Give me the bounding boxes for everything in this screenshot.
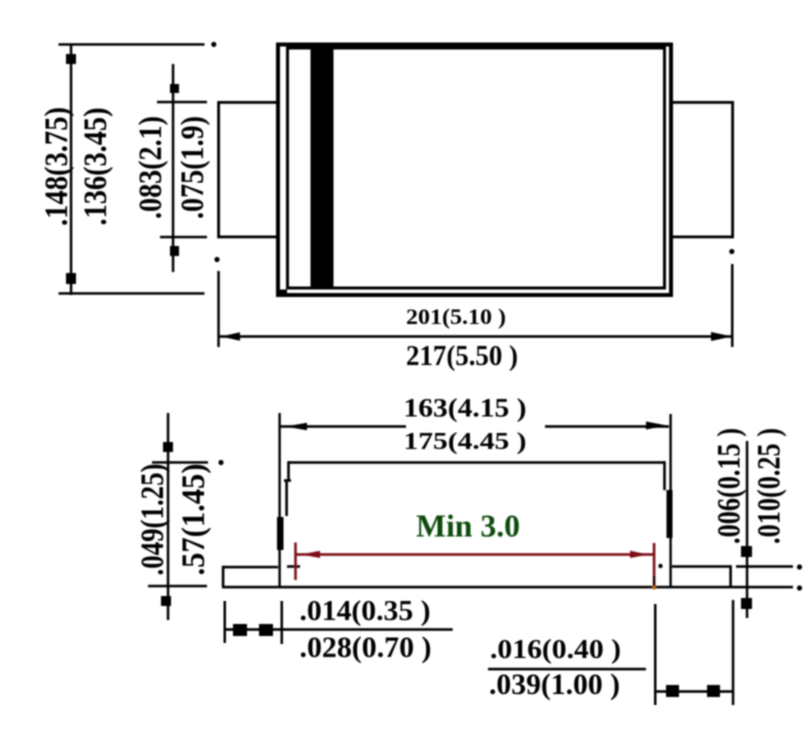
svg-text:Min 3.0: Min 3.0 [416,508,520,544]
svg-text:.014(0.35 ): .014(0.35 ) [300,596,431,627]
svg-text:.010(0.25 ): .010(0.25 ) [752,428,788,544]
svg-text:201(5.10 ): 201(5.10 ) [406,304,506,329]
svg-text:.136(3.45): .136(3.45) [78,108,114,226]
svg-text:163(4.15 ): 163(4.15 ) [404,394,527,423]
svg-text:.016(0.40 ): .016(0.40 ) [490,634,621,664]
svg-text:217(5.50 ): 217(5.50 ) [406,341,518,372]
svg-text:.57(1.45): .57(1.45) [176,464,212,576]
svg-text:.049(1.25): .049(1.25) [135,464,171,576]
svg-text:.006(0.15 ): .006(0.15 ) [712,428,748,544]
svg-text:.083(2.1): .083(2.1) [133,116,169,219]
svg-text:.148(3.75): .148(3.75) [39,107,75,226]
svg-text:.039(1.00 ): .039(1.00 ) [489,668,620,701]
svg-text:175(4.45 ): 175(4.45 ) [404,429,527,455]
svg-text:.028(0.70 ): .028(0.70 ) [300,631,432,664]
svg-text:.075(1.9): .075(1.9) [175,116,211,219]
